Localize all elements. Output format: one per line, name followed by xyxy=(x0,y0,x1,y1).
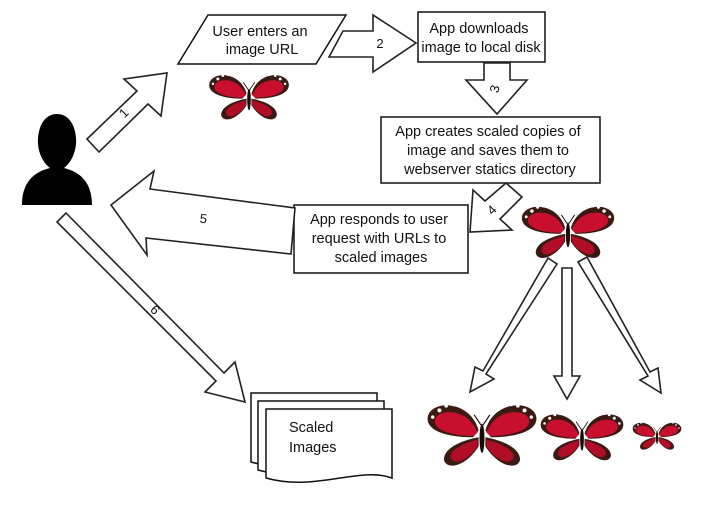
step-scale: App creates scaled copies of image and s… xyxy=(380,116,601,184)
user-silhouette-icon xyxy=(22,114,92,205)
butterfly-icon xyxy=(208,73,290,120)
scale-arrow-medium xyxy=(552,267,582,401)
svg-text:Scaled Images: Scaled Images xyxy=(289,420,337,456)
step-respond-line-3: scaled images xyxy=(335,250,428,266)
arrow-5-number: 5 xyxy=(199,211,208,227)
arrow-4: 4 xyxy=(469,181,524,233)
scale-arrow-large xyxy=(468,256,559,394)
svg-text:App creates scaled copies of: App creates scaled copies of image and s… xyxy=(395,124,584,178)
document-label-line-1: Scaled xyxy=(289,420,333,436)
step-user-input-line-1: User enters an xyxy=(212,24,307,40)
step-download-line-2: image to local disk xyxy=(421,40,541,56)
svg-text:User enters an image URL: User enters an image URL xyxy=(212,24,311,58)
step-user-input-line-2: image URL xyxy=(226,42,299,58)
butterfly-small-icon xyxy=(632,421,682,450)
arrow-5: 5 xyxy=(109,168,296,258)
step-respond-line-1: App responds to user xyxy=(310,212,448,228)
document-label-line-2: Images xyxy=(289,440,337,456)
source-butterfly-icon xyxy=(521,204,615,259)
arrow-1: 1 xyxy=(85,72,168,154)
step-download: App downloads image to local disk xyxy=(417,11,546,63)
step-scale-line-2: image and saves them to xyxy=(407,143,569,159)
butterfly-large-icon xyxy=(426,402,538,467)
arrow-3-number: 3 xyxy=(486,83,502,94)
arrow-3: 3 xyxy=(464,62,529,116)
document-stack-icon: Scaled Images xyxy=(250,392,393,483)
step-respond-line-2: request with URLs to xyxy=(312,231,447,247)
step-user-input: User enters an image URL xyxy=(176,14,348,65)
step-respond: App responds to user request with URLs t… xyxy=(293,204,469,274)
arrow-2: 2 xyxy=(327,13,418,74)
arrow-6: 6 xyxy=(55,211,247,404)
svg-text:App downloads image to l: App downloads image to local disk xyxy=(421,21,541,56)
svg-text:App responds to user req: App responds to user request with URLs t… xyxy=(310,212,452,266)
step-download-line-1: App downloads xyxy=(429,21,528,37)
step-scale-line-3: webserver statics directory xyxy=(403,162,576,178)
arrow-2-number: 2 xyxy=(376,36,383,51)
scale-arrow-small xyxy=(576,255,662,395)
step-scale-line-1: App creates scaled copies of xyxy=(395,124,581,140)
butterfly-medium-icon xyxy=(540,412,624,461)
